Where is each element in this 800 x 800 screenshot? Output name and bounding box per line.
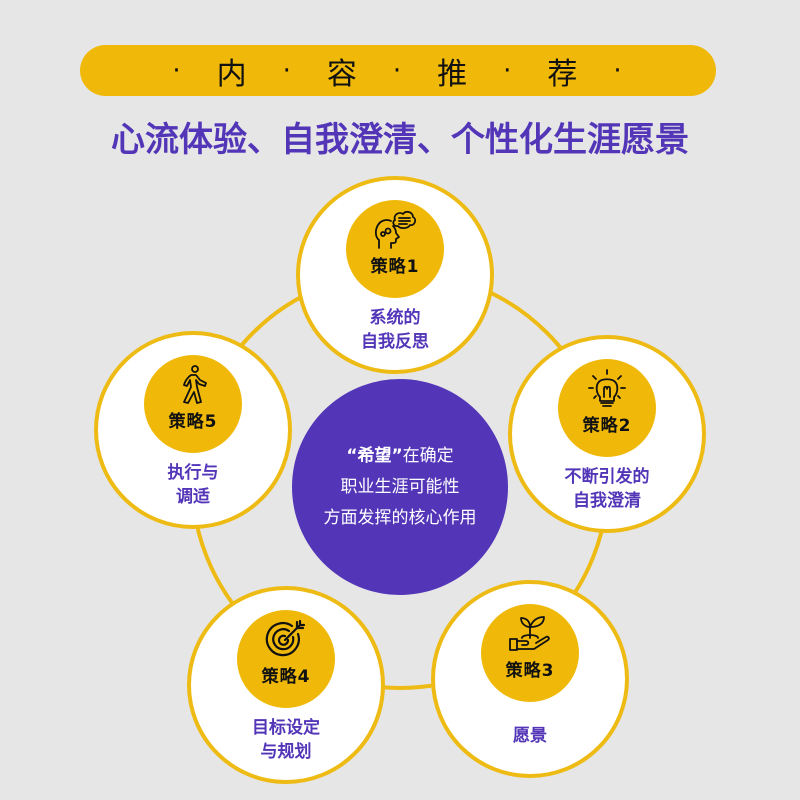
strategy-label: 策略3 — [505, 661, 555, 681]
head-thought-icon — [374, 210, 417, 249]
separator-dot: · — [503, 55, 514, 86]
strategy-badge: 策略5 — [144, 355, 242, 453]
center-keyword: “希望” — [346, 445, 403, 466]
strategy-label: 策略5 — [168, 412, 218, 432]
strategy-label: 策略2 — [582, 416, 632, 436]
hand-plant-icon — [509, 616, 550, 651]
strategy-node-2: 策略2 不断引发的 自我澄清 — [508, 335, 706, 533]
center-line-1: “希望”在确定 — [346, 445, 454, 466]
strategy-badge: 策略4 — [237, 610, 335, 708]
strategy-description: 愿景 — [513, 726, 547, 746]
strategy-description: 不断引发的 自我澄清 — [564, 467, 650, 511]
banner-char: 荐 — [547, 56, 580, 92]
banner-char: 容 — [326, 56, 359, 92]
center-line-2: 职业生涯可能性 — [340, 476, 460, 497]
separator-dot: · — [172, 55, 183, 86]
strategy-description: 执行与 调适 — [167, 463, 219, 507]
strategy-node-4: 策略4 目标设定 与规划 — [187, 586, 385, 784]
strategy-badge: 策略3 — [481, 604, 579, 702]
lightbulb-icon — [588, 369, 626, 407]
center-line-3: 方面发挥的核心作用 — [323, 507, 477, 528]
page-subtitle: 心流体验、自我澄清、个性化生涯愿景 — [111, 120, 689, 160]
banner-char: 推 — [437, 56, 470, 92]
banner-char: 内 — [216, 56, 249, 92]
center-hope-circle: “希望”在确定 职业生涯可能性 方面发挥的核心作用 — [292, 379, 508, 595]
walking-person-icon — [183, 365, 207, 404]
separator-dot: · — [613, 55, 624, 86]
strategy-description: 系统的 自我反思 — [361, 308, 429, 352]
strategy-node-5: 策略5 执行与 调适 — [94, 331, 292, 529]
strategy-description: 目标设定 与规划 — [252, 718, 320, 762]
target-icon — [265, 620, 306, 657]
strategy-label: 策略1 — [370, 257, 420, 277]
strategy-badge: 策略2 — [558, 359, 656, 457]
strategy-label: 策略4 — [261, 667, 311, 687]
section-banner: · 内 · 容 · 推 · 荐 · — [80, 45, 716, 96]
strategy-node-1: 策略1 系统的 自我反思 — [296, 176, 494, 374]
separator-dot: · — [392, 55, 404, 86]
strategy-node-3: 策略3 愿景 — [431, 580, 629, 778]
separator-dot: · — [282, 55, 293, 86]
strategy-badge: 策略1 — [346, 200, 444, 298]
